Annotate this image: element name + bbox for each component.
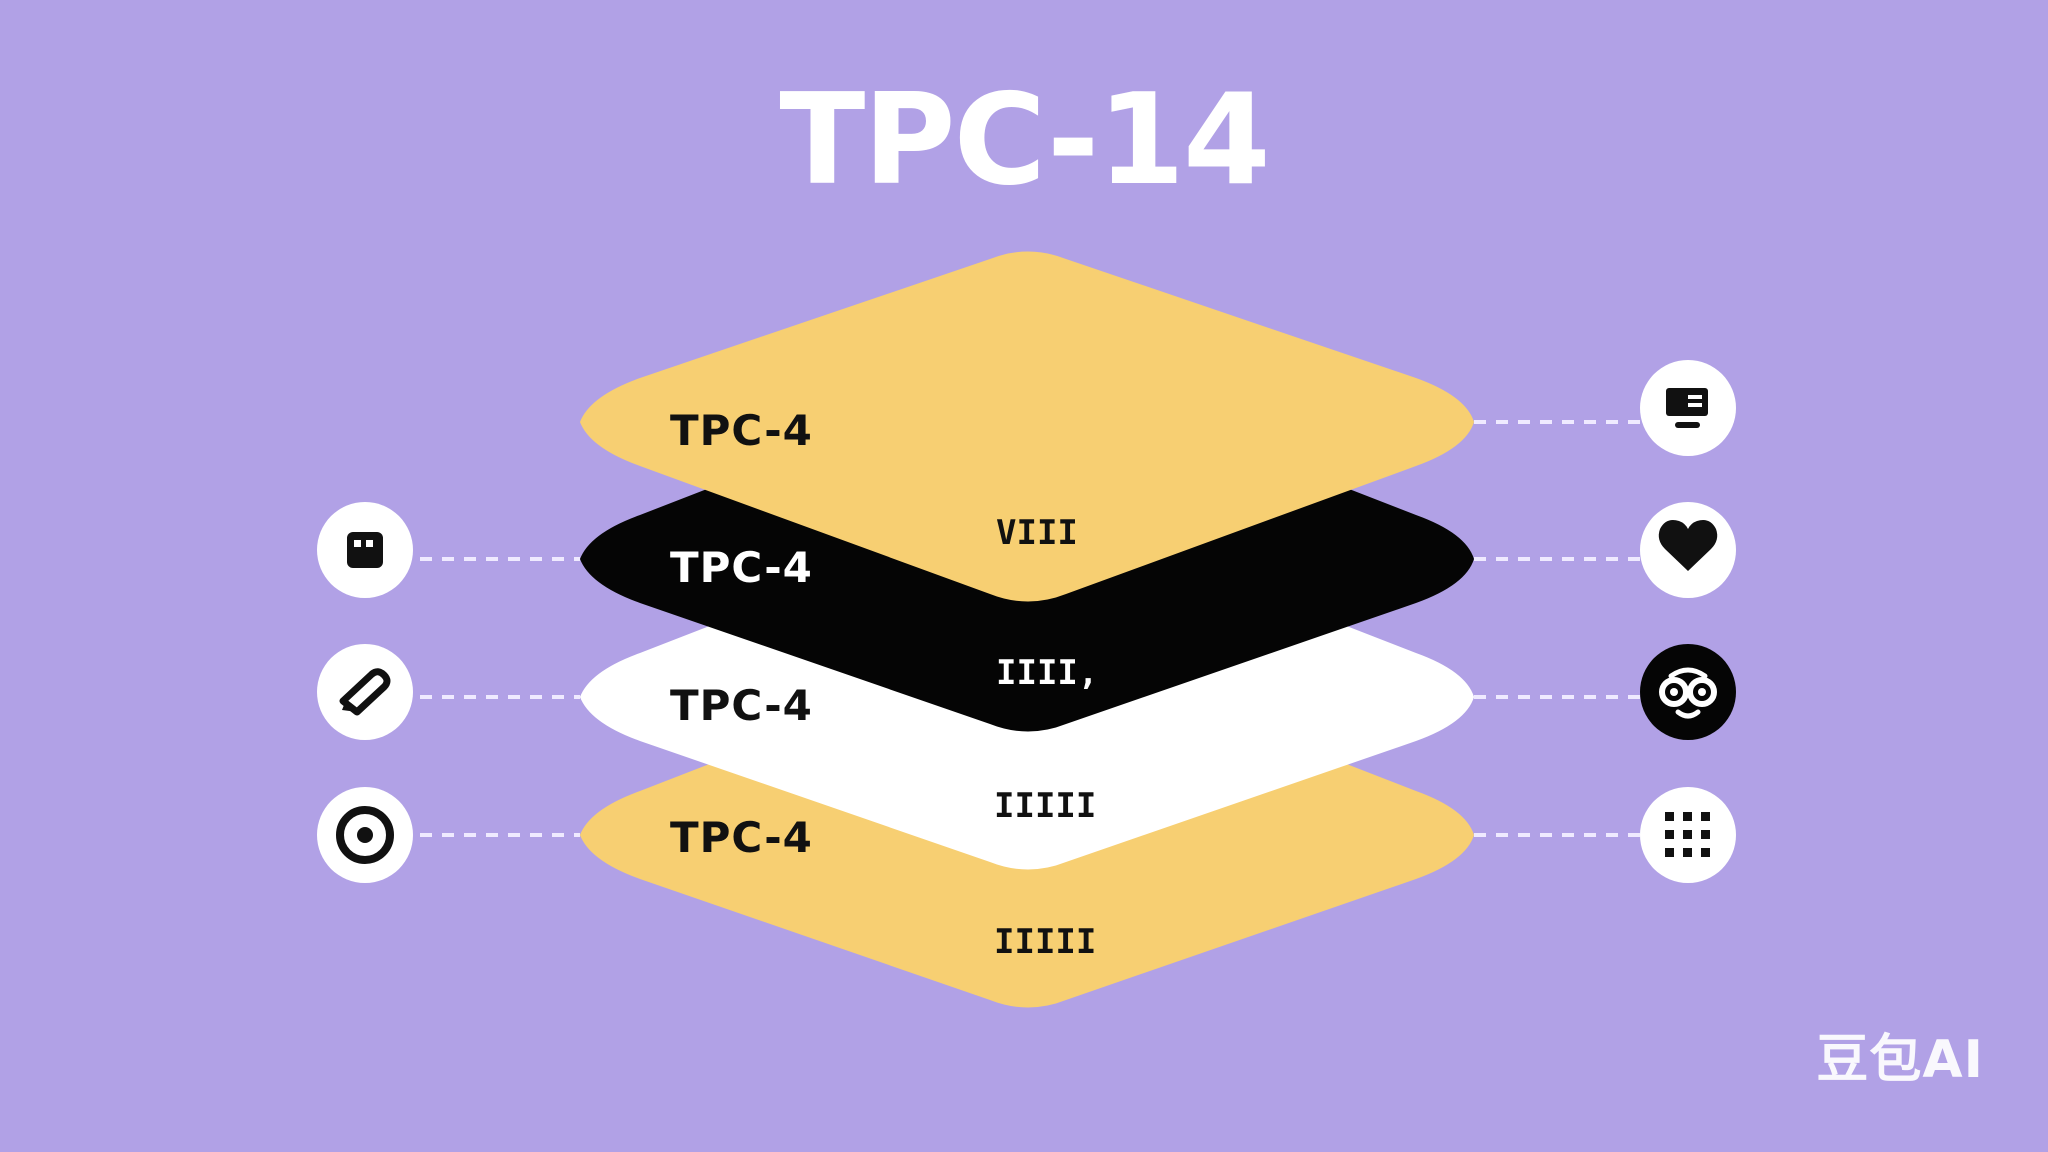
layer-2-label: TPC-4 xyxy=(670,543,813,592)
layer-1-shape xyxy=(580,251,1474,602)
right-connector-lines xyxy=(1474,420,1640,837)
layer-2-mark: IIII, xyxy=(996,653,1098,693)
target-icon xyxy=(336,806,394,864)
grid-icon xyxy=(1665,812,1710,857)
layer-1-mark: VIII xyxy=(996,513,1078,553)
heart-icon xyxy=(1658,520,1718,571)
layer-4-label: TPC-4 xyxy=(670,813,813,862)
left-icon-1 xyxy=(317,502,413,598)
pen-icon xyxy=(339,668,391,716)
right-icon-4 xyxy=(1640,787,1736,883)
right-icon-3 xyxy=(1640,644,1736,740)
square-face-icon xyxy=(347,532,383,568)
left-icon-2 xyxy=(317,644,413,740)
layer-3-mark: IIIII xyxy=(994,786,1096,826)
left-icon-2-circle xyxy=(317,644,413,740)
layer-4-mark: IIIII xyxy=(994,922,1096,962)
diagram-title: TPC-14 xyxy=(779,66,1270,213)
layer-1-label: TPC-4 xyxy=(670,406,813,455)
left-connector-lines xyxy=(420,557,580,837)
right-icon-2 xyxy=(1640,502,1736,598)
face-icon xyxy=(1659,667,1717,719)
layer-3-label: TPC-4 xyxy=(670,681,813,730)
monitor-list-icon xyxy=(1666,388,1708,428)
left-icon-3 xyxy=(317,787,413,883)
right-icon-1 xyxy=(1640,360,1736,456)
layer-1: TPC-4 VIII xyxy=(580,251,1474,602)
watermark-logo: 豆包AI xyxy=(1816,1030,1984,1090)
